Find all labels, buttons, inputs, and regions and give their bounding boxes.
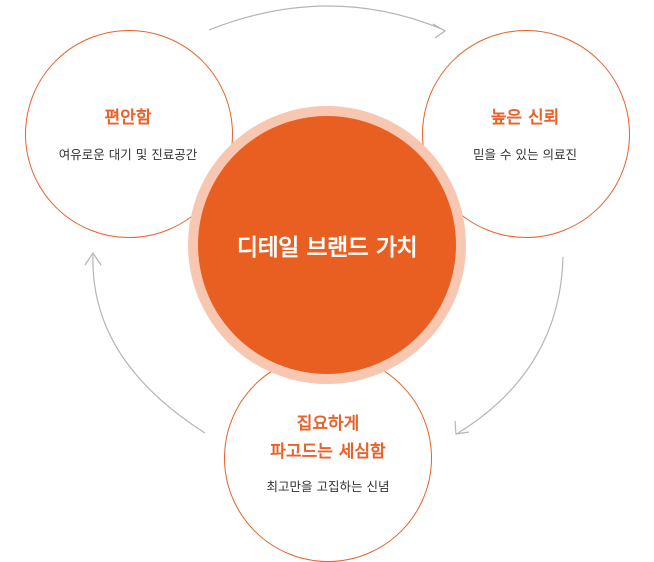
trust-desc: 믿을 수 있는 의료진: [473, 147, 577, 162]
arrow-left-head: [84, 251, 102, 266]
comfort-title: 편안함: [104, 108, 152, 128]
arrow-right-head: [454, 420, 470, 435]
comfort-label: 편안함 여유로운 대기 및 진료공간: [59, 104, 197, 163]
arrow-left: [92, 254, 206, 434]
arrow-right: [457, 256, 564, 434]
craft-title-line2: 파고드는 세심함: [270, 442, 386, 462]
arrow-top-head: [432, 23, 447, 39]
arrow-top: [208, 5, 445, 31]
craft-circle: [224, 354, 432, 562]
trust-title: 높은 신뢰: [490, 108, 560, 128]
comfort-desc: 여유로운 대기 및 진료공간: [58, 147, 198, 162]
center-circle: 디테일 브랜드 가치: [198, 116, 456, 374]
craft-label: 집요하게 파고드는 세심함 최고만을 고집하는 신념: [267, 410, 390, 495]
craft-title-line1: 집요하게: [296, 414, 360, 434]
craft-desc: 최고만을 고집하는 신념: [266, 479, 390, 494]
center-title: 디테일 브랜드 가치: [236, 235, 418, 261]
trust-label: 높은 신뢰 믿을 수 있는 의료진: [473, 104, 577, 163]
